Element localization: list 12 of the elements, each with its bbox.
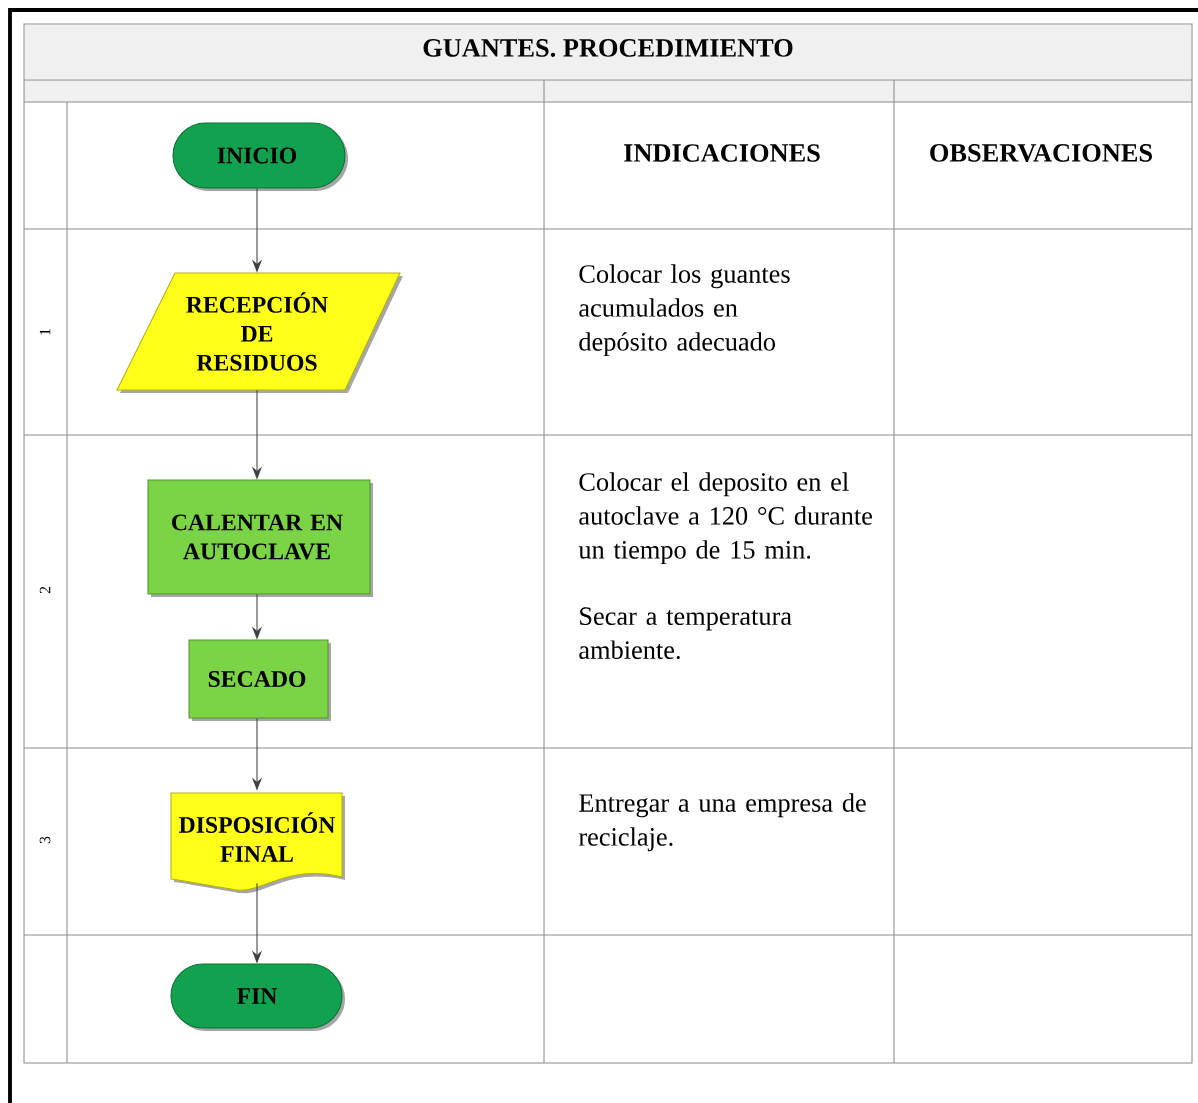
row-number: 3	[39, 836, 51, 844]
row-number: 1	[39, 329, 51, 335]
instruction-text: Colocar el deposito en el autoclave a 120 °C durante un tiempo de 15 min.	[578, 472, 872, 565]
instruction-text: Entregar a una empresa de reciclaje.	[578, 793, 866, 852]
row-number: 2	[39, 586, 51, 594]
process-box: CALENTAR EN AUTOCLAVE	[147, 479, 373, 597]
input-parallelogram: RECEPCIÓN DE RESIDUOS	[116, 272, 403, 393]
process-box: SECADO	[188, 639, 331, 721]
instruction-text: Colocar los guantes acumulados en depósito adecuado	[579, 264, 790, 357]
column-heading: OBSERVACIONES	[930, 144, 1152, 162]
column-heading: INDICACIONES	[624, 144, 820, 162]
instruction-text: Secar a temperatura ambiente.	[579, 607, 792, 660]
